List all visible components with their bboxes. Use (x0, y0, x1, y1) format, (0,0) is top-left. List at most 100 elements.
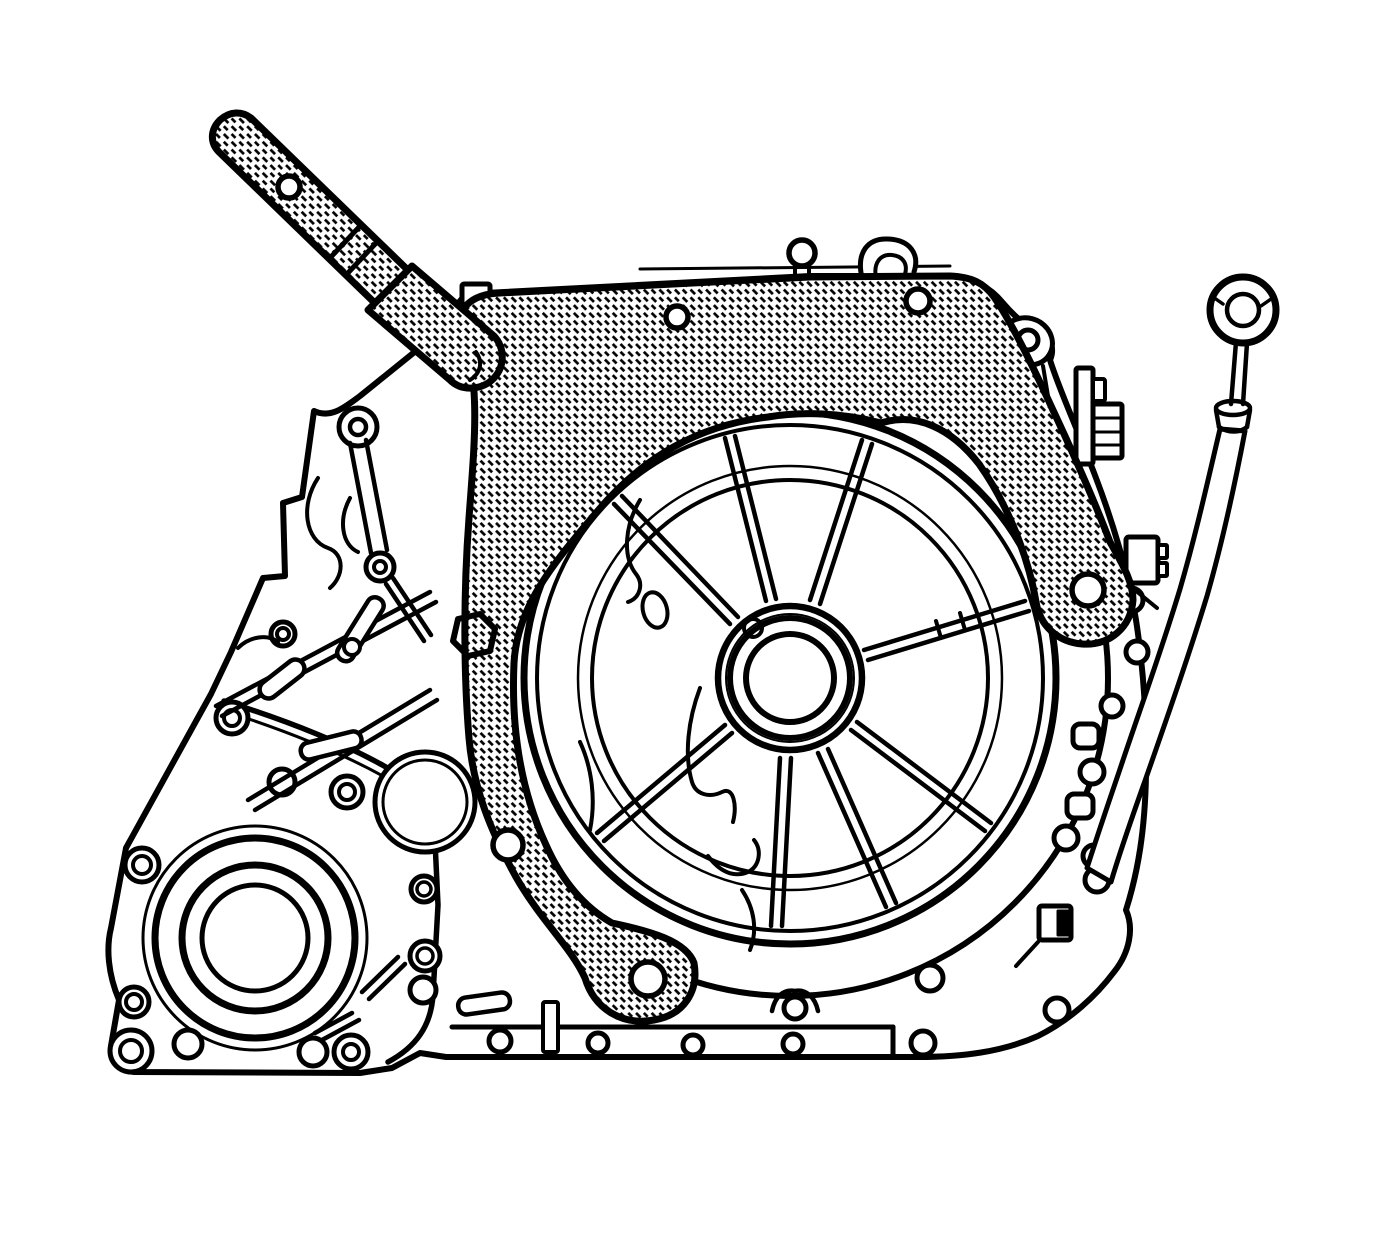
spoke-edge (815, 750, 889, 910)
case-rib-edge (213, 589, 433, 709)
dipstick-ring-hole (1224, 291, 1262, 329)
casting-web-line (578, 740, 595, 832)
bolt-hole (328, 773, 366, 811)
rail-bolt-hole (486, 1027, 514, 1055)
spoke-edge (601, 730, 735, 844)
case-rib-edge (312, 1010, 355, 1036)
bolt-hole (331, 1032, 371, 1072)
axle-opening-inner (381, 758, 469, 846)
spoke-collar-tick (958, 611, 967, 632)
linkage-pivot-boss (336, 405, 380, 449)
plate-bolt-hole (1069, 571, 1107, 609)
axle-opening-outer (372, 749, 478, 855)
plate-bolt-hole (663, 303, 691, 331)
casting-web-line (341, 496, 360, 554)
spoke-edge (594, 722, 728, 836)
bell-ring-mid (576, 464, 1004, 892)
handle-joint-band (326, 222, 364, 262)
hub-notch-detail (742, 617, 764, 639)
casting-slot (298, 729, 364, 762)
rail-bolt-hole (780, 1031, 806, 1057)
rail-bolt-hole (585, 1030, 611, 1056)
holding-fixture-tool (208, 109, 1137, 1025)
spoke-edge (817, 441, 875, 607)
linkage-arm-edge (347, 440, 374, 556)
fixture-handle-shaft (208, 109, 418, 314)
casting-web-line (740, 888, 757, 952)
spoke-collar-tick (934, 619, 943, 640)
bolt-hole (1042, 995, 1072, 1025)
fill-tube-body (1084, 426, 1248, 885)
hub-seal-ring (727, 615, 853, 741)
dipstick-stem (1240, 340, 1250, 407)
spoke-edge (722, 435, 769, 604)
bolt-hole-inner (275, 626, 291, 642)
case-rib-edge (252, 697, 440, 813)
bolt-hole-inner (124, 992, 144, 1012)
bell-housing-interior (520, 408, 1060, 952)
bolt-hole (268, 619, 298, 649)
linkage-ball-stud (342, 637, 362, 657)
vent-cap (786, 237, 818, 269)
handle-hole (275, 173, 303, 201)
ring-grip-notch (1259, 297, 1273, 308)
rail-boss-bump (769, 988, 821, 1014)
flange-slot (1064, 791, 1096, 821)
spoke-edge (848, 727, 988, 834)
case-rib-edge (359, 954, 401, 995)
bolt-hole (296, 1035, 330, 1069)
spoke-edge (611, 501, 733, 627)
bolt-hole (914, 962, 946, 994)
lift-hook-inner (873, 252, 908, 280)
plate-bolt-hole (490, 827, 526, 863)
output-seal-mid (178, 861, 332, 1015)
tube-collar-side (1213, 407, 1222, 430)
bell-ring-inner (590, 478, 990, 878)
casting-web-line (685, 686, 737, 824)
bolt-hole (1123, 638, 1151, 666)
shift-linkage-and-ribs (213, 405, 513, 1043)
connector-tab (1091, 377, 1107, 403)
bolt-hole (107, 1027, 155, 1075)
hub-boss-outer (714, 602, 866, 754)
spoke-edge (619, 493, 741, 620)
bolt-hole (122, 845, 162, 885)
casting-slot (455, 990, 513, 1017)
bolt-hole (407, 974, 439, 1006)
bolt-hole (908, 1028, 938, 1058)
ring-grip-notch (1211, 295, 1225, 306)
rail-boss-hole (781, 994, 809, 1022)
casting-web-line (625, 498, 643, 604)
bolt-hole (408, 873, 440, 905)
fixture-handle-sleeve (364, 262, 506, 392)
case-rib-edge (366, 961, 408, 1002)
fluid-fill-tube (1084, 273, 1280, 885)
plate-bolt-hole (628, 959, 668, 999)
rail-bolt-hole (680, 1032, 706, 1058)
bell-rim-inner (535, 423, 1045, 933)
case-rib-edge (219, 599, 439, 719)
casting-web-blob (640, 590, 670, 630)
hub-bore (743, 631, 837, 725)
linkage-rod-edge (383, 581, 427, 644)
fixture-plate (456, 272, 1137, 1025)
case-rib-edge (319, 1017, 362, 1043)
sleeve-end-cap-line (468, 350, 483, 382)
spoke-edge (825, 746, 899, 906)
connector-pin (1156, 543, 1169, 560)
spoke-edge (854, 719, 994, 826)
sensor-terminal (1056, 909, 1071, 937)
bolt-hole (1098, 692, 1126, 720)
spoke-edge (807, 437, 865, 603)
linkage-pivot-hole (347, 416, 369, 438)
spoke-edge (861, 598, 1028, 653)
hub-boss-ring (725, 613, 855, 743)
bolt-hole-inner (415, 880, 433, 898)
handle-joint-band (343, 238, 381, 278)
casting-web-line (236, 635, 280, 650)
plate-bolt-hole (903, 286, 933, 316)
linkage-arm-edge (363, 437, 390, 553)
bolt-hole-inner (337, 782, 357, 802)
bolt-hole-inner (341, 1042, 361, 1062)
